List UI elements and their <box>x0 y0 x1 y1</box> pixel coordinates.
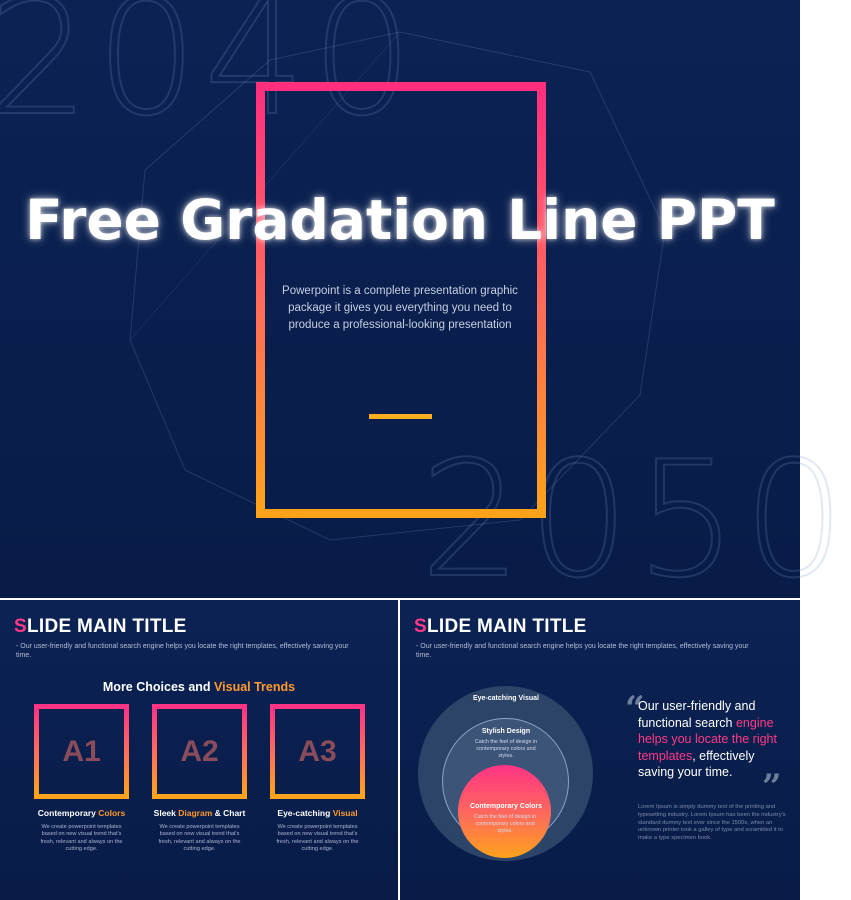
middle-circle-text: Catch the feel of design in contemporary… <box>474 739 538 759</box>
slide-subtitle: - Our user-friendly and functional searc… <box>16 643 349 659</box>
accent-bar <box>369 414 432 419</box>
gradient-rectangle-frame <box>256 82 546 518</box>
card-text: We create powerpoint templates based on … <box>40 824 123 853</box>
card-code: A1 <box>62 734 101 768</box>
slide-title-rest: LIDE MAIN TITLE <box>26 616 187 637</box>
quote-highlight: engine helps you locate the right templa… <box>638 715 777 763</box>
card-label-a: Eye-catching <box>277 808 333 818</box>
card-code: A3 <box>298 734 337 768</box>
outer-circle-title: Eye-catching Visual <box>472 695 539 702</box>
hero-description: Powerpoint is a complete presentation gr… <box>282 285 518 331</box>
close-quote-icon: ” <box>762 767 782 807</box>
slide-subtitle: - Our user-friendly and functional searc… <box>416 643 749 659</box>
venn-circle-inner <box>458 765 551 858</box>
card-label: Contemporary Colors <box>34 808 129 818</box>
card-label-highlight: Visual <box>332 808 358 818</box>
card-code: A2 <box>180 734 219 768</box>
choices-slide[interactable]: SLIDE MAIN TITLE - Our user-friendly and… <box>0 600 398 900</box>
card-box: A1 <box>34 704 129 799</box>
inner-circle-text: Catch the feel of design in contemporary… <box>473 814 537 834</box>
card-label: Sleek Diagram & Chart <box>152 808 247 818</box>
quote-text: Our user-friendly and functional search … <box>638 698 786 781</box>
middle-circle-title: Stylish Design <box>481 728 531 735</box>
slide-title: SLIDE MAIN TITLE <box>414 616 587 638</box>
quote-part3: , effectively saving your time. <box>638 748 755 780</box>
lorem-paragraph: Lorem Ipsum is simply dummy text of the … <box>638 804 786 842</box>
card-a2: A2 Sleek Diagram & Chart We create power… <box>152 704 270 854</box>
card-text: We create powerpoint templates based on … <box>276 824 359 853</box>
section-heading-part1: More Choices and <box>102 680 215 694</box>
circles-slide[interactable]: SLIDE MAIN TITLE - Our user-friendly and… <box>400 600 800 900</box>
card-a1: A1 Contemporary Colors We create powerpo… <box>34 704 152 854</box>
slide-title-initial: S <box>414 616 427 637</box>
card-box: A3 <box>270 704 365 799</box>
slide-title: SLIDE MAIN TITLE <box>14 616 187 638</box>
card-text: We create powerpoint templates based on … <box>158 824 241 853</box>
card-label-highlight: Colors <box>98 808 126 818</box>
slide-title-rest: LIDE MAIN TITLE <box>426 616 587 637</box>
title-slide[interactable]: 2040 2050 Free Gradation Line PPT Powerp… <box>0 0 846 601</box>
section-heading-highlight: Visual Trends <box>214 680 296 694</box>
card-label-a: Sleek <box>153 808 179 818</box>
inner-circle-title: Contemporary Colors <box>470 803 542 810</box>
hero-title: Free Gradation Line PPT <box>25 188 775 252</box>
card-label-c: & Chart <box>212 808 246 818</box>
open-quote-icon: “ <box>625 689 645 729</box>
slide-title-initial: S <box>14 616 27 637</box>
card-label-highlight: Diagram <box>178 808 213 818</box>
card-box: A2 <box>152 704 247 799</box>
card-a3: A3 Eye-catching Visual We create powerpo… <box>270 704 388 854</box>
section-heading: More Choices and Visual Trends <box>0 680 398 694</box>
card-label-a: Contemporary <box>37 808 99 818</box>
card-label: Eye-catching Visual <box>270 808 365 818</box>
quote-part1: Our user-friendly and functional search <box>638 699 756 730</box>
